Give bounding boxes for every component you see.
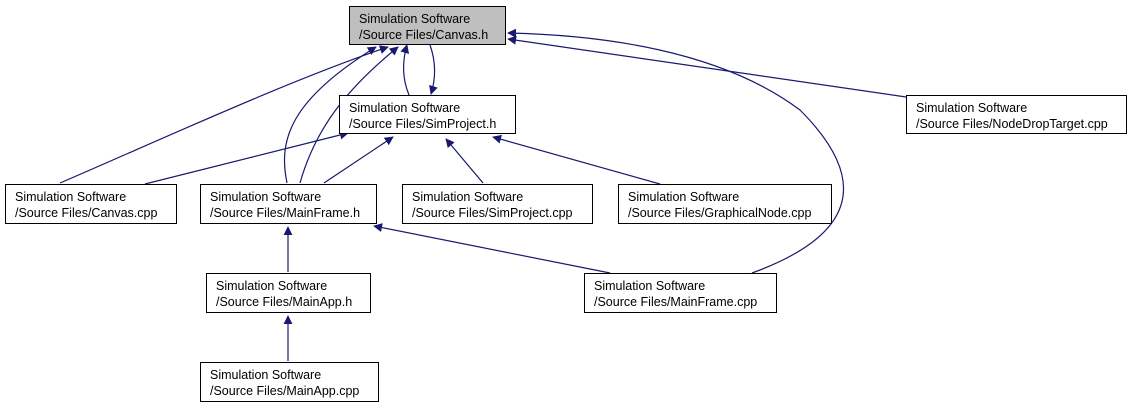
edge-mainframe-h-to-canvas-h-left [283, 46, 377, 184]
node-line2: /Source Files/SimProject.h [349, 117, 497, 131]
edge-mainframe-cpp-to-canvas-h [507, 28, 844, 274]
edge-nodedroptarget-cpp-to-canvas-h [507, 35, 907, 98]
node-simproject-cpp[interactable]: Simulation Software /Source Files/SimPro… [402, 184, 593, 224]
node-line2: /Source Files/MainApp.h [216, 295, 353, 309]
node-canvas-cpp[interactable]: Simulation Software /Source Files/Canvas… [5, 184, 177, 224]
node-line1: Simulation Software [210, 368, 322, 382]
node-line2: /Source Files/GraphicalNode.cpp [628, 206, 812, 220]
edge-mainframe-cpp-to-mainframe-h [373, 223, 611, 274]
node-canvas-h: Simulation Software /Source Files/Canvas… [349, 6, 506, 45]
node-line1: Simulation Software [210, 190, 322, 204]
node-line2: /Source Files/Canvas.h [359, 28, 489, 42]
node-line2: /Source Files/MainFrame.h [210, 206, 361, 220]
edge-graphicalnode-cpp-to-simproject-h [492, 134, 661, 185]
node-line1: Simulation Software [412, 190, 524, 204]
edge-mainframe-h-to-simproject-h [323, 136, 394, 184]
node-nodedroptarget-cpp[interactable]: Simulation Software /Source Files/NodeDr… [906, 95, 1127, 134]
node-line2: /Source Files/SimProject.cpp [412, 206, 573, 220]
edge-simproject-h-to-canvas-h [400, 44, 410, 96]
node-line1: Simulation Software [349, 101, 461, 115]
node-mainframe-h[interactable]: Simulation Software /Source Files/MainFr… [200, 184, 377, 224]
node-line1: Simulation Software [628, 190, 740, 204]
edge-canvas-cpp-to-simproject-h [144, 130, 349, 185]
edge-canvas-h-to-simproject-h [429, 44, 438, 95]
node-mainapp-h[interactable]: Simulation Software /Source Files/MainAp… [206, 273, 371, 313]
node-line2: /Source Files/Canvas.cpp [15, 206, 158, 220]
node-mainframe-cpp[interactable]: Simulation Software /Source Files/MainFr… [584, 273, 777, 313]
node-line2: /Source Files/NodeDropTarget.cpp [916, 117, 1108, 131]
node-line1: Simulation Software [916, 101, 1028, 115]
node-line2: /Source Files/MainApp.cpp [210, 384, 360, 398]
node-graphicalnode-cpp[interactable]: Simulation Software /Source Files/Graphi… [618, 184, 832, 224]
node-line1: Simulation Software [15, 190, 127, 204]
node-simproject-h[interactable]: Simulation Software /Source Files/SimPro… [339, 95, 516, 134]
node-line1: Simulation Software [216, 279, 328, 293]
node-line1: Simulation Software [594, 279, 706, 293]
edge-simproject-cpp-to-simproject-h [445, 138, 484, 184]
node-line2: /Source Files/MainFrame.cpp [594, 295, 758, 309]
node-mainapp-cpp[interactable]: Simulation Software /Source Files/MainAp… [200, 362, 379, 402]
edge-mainframe-h-to-canvas-h-right [299, 46, 399, 184]
node-line1: Simulation Software [359, 12, 471, 26]
edge-canvas-cpp-to-canvas-h [59, 45, 389, 184]
